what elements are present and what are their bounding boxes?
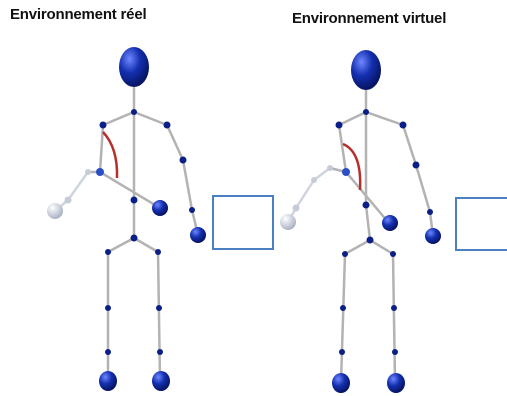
shoulder-joint bbox=[163, 121, 171, 129]
hand-joint bbox=[425, 228, 441, 244]
faded-joint bbox=[85, 169, 91, 175]
ankle-joint bbox=[105, 349, 111, 355]
neck-joint bbox=[363, 109, 369, 115]
angle-arc bbox=[102, 131, 119, 179]
shoulder-joint bbox=[335, 121, 343, 129]
hip-joint bbox=[105, 249, 111, 255]
shoulder-joint bbox=[99, 121, 107, 129]
faded-joint bbox=[292, 204, 300, 212]
spine-joint bbox=[130, 196, 138, 204]
knee-joint bbox=[105, 305, 111, 311]
skeleton-real bbox=[47, 47, 206, 391]
title-real-environment: Environnement réel bbox=[10, 6, 147, 23]
angle-arc bbox=[342, 142, 362, 191]
head-joint bbox=[351, 50, 381, 90]
hand-joint bbox=[190, 227, 206, 243]
knee-joint bbox=[156, 305, 162, 311]
hand-joint bbox=[382, 215, 398, 231]
ankle-joint bbox=[392, 349, 398, 355]
knee-joint bbox=[340, 305, 346, 311]
elbow-joint bbox=[342, 168, 350, 176]
hip-joint bbox=[155, 249, 161, 255]
wrist-joint bbox=[427, 209, 433, 215]
target-box-virtual bbox=[455, 197, 507, 251]
title-virtual-environment: Environnement virtuel bbox=[292, 10, 447, 27]
hand-joint bbox=[152, 200, 168, 216]
target-box-real bbox=[212, 195, 274, 250]
spine-joint bbox=[362, 201, 370, 209]
hip-joint bbox=[390, 251, 396, 257]
ankle-joint bbox=[339, 349, 345, 355]
faded-joint bbox=[327, 165, 333, 171]
faded-joint bbox=[311, 177, 317, 183]
foot-joint bbox=[387, 373, 405, 393]
knee-joint bbox=[391, 305, 397, 311]
foot-joint bbox=[152, 371, 170, 391]
foot-joint bbox=[332, 373, 350, 393]
faded-hand-joint bbox=[280, 214, 296, 230]
faded-hand-joint bbox=[47, 203, 63, 219]
ankle-joint bbox=[157, 349, 163, 355]
elbow-joint bbox=[412, 161, 420, 169]
shoulder-joint bbox=[399, 121, 407, 129]
neck-joint bbox=[131, 109, 137, 115]
elbow-joint bbox=[179, 156, 187, 164]
skeleton-virtual bbox=[280, 50, 441, 393]
pelvis-joint bbox=[366, 236, 374, 244]
hip-joint bbox=[342, 251, 348, 257]
head-joint bbox=[119, 47, 149, 87]
elbow-joint bbox=[96, 168, 104, 176]
foot-joint bbox=[99, 371, 117, 391]
pelvis-joint bbox=[130, 234, 138, 242]
faded-joint bbox=[64, 196, 72, 204]
wrist-joint bbox=[189, 207, 195, 213]
